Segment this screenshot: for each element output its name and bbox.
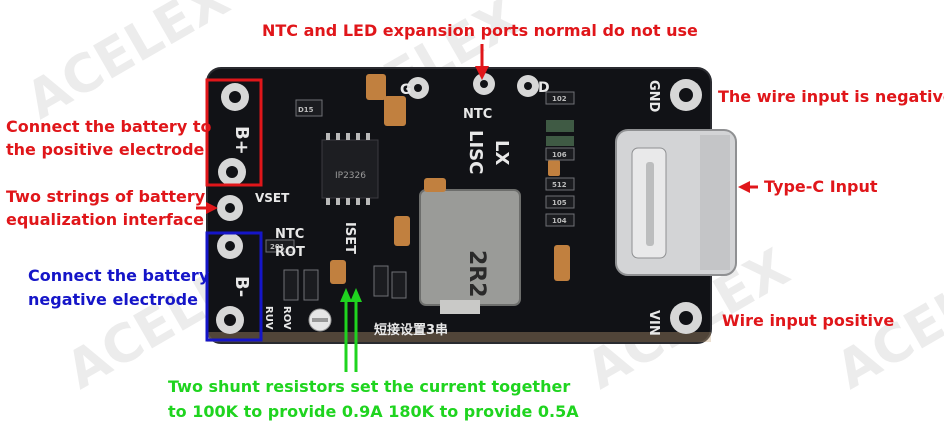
silk-ntc-left: NTC	[275, 227, 304, 242]
silk-chinese: 短接设置3串	[374, 322, 448, 338]
ic-chip	[322, 140, 378, 198]
silk-d15: D15	[298, 106, 314, 114]
silk-vset: VSET	[255, 191, 290, 205]
top-annotation: NTC and LED expansion ports normal do no…	[262, 20, 682, 42]
silk-g: G	[400, 82, 412, 98]
shunt-annotation-line2: to 100K to provide 0.9A 180K to provide …	[168, 401, 579, 423]
type-c-port	[616, 130, 736, 275]
typec-annotation: Type-C Input	[764, 176, 878, 198]
vin-annotation: Wire input positive	[722, 310, 894, 332]
silk-vin: VIN	[646, 310, 661, 336]
shunt-annotation-line1: Two shunt resistors set the current toge…	[168, 376, 570, 398]
silk-iset: ISET	[342, 222, 357, 254]
silk-rov: ROV	[281, 306, 292, 330]
silk-lx: LX	[491, 140, 512, 165]
silk-lisc: LISC	[465, 130, 486, 174]
silk-104: 104	[552, 217, 567, 225]
silk-ntc-top: NTC	[463, 107, 492, 122]
silk-102: 102	[552, 95, 567, 103]
silk-gnd: GND	[646, 80, 661, 113]
bplus-annotation-line1: Connect the battery to	[6, 116, 211, 138]
silk-bminus: B-	[231, 276, 252, 297]
balance-annotation-line1: Two strings of battery	[6, 186, 205, 208]
bminus-annotation-line2: negative electrode	[28, 289, 198, 311]
bminus-annotation-line1: Connect the battery	[28, 265, 209, 287]
silk-512: 512	[552, 181, 567, 189]
bplus-annotation-line2: the positive electrode	[6, 139, 204, 161]
chip-label: IP2326	[335, 171, 366, 181]
silk-bplus: B+	[231, 126, 252, 155]
silk-201: 201	[270, 243, 285, 251]
balance-annotation-line2: equalization interface	[6, 209, 204, 231]
gnd-annotation: The wire input is negative	[718, 86, 944, 108]
silk-ruv: RUV	[263, 306, 274, 330]
silk-105: 105	[552, 199, 567, 207]
inductor-label: 2R2	[464, 250, 489, 298]
silk-d: D	[538, 80, 550, 96]
silk-106: 106	[552, 151, 567, 159]
